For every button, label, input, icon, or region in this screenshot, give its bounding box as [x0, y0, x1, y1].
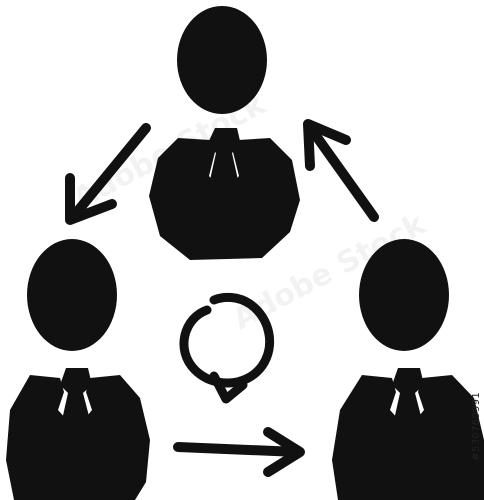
person-right-body [332, 375, 484, 500]
person-right-tie [392, 368, 424, 436]
cycle-arrow-icon [179, 292, 275, 404]
person-top-body [149, 138, 300, 260]
person-top-tie [207, 128, 241, 196]
person-right [332, 239, 484, 500]
person-left [6, 239, 150, 500]
person-left-body [6, 375, 150, 500]
arrow-top-to-left [65, 123, 151, 225]
stock-id-label: #530769991 [471, 392, 482, 461]
person-left-head [27, 239, 117, 351]
person-right-head [359, 239, 449, 351]
arrow-left-to-right [173, 427, 305, 477]
arrow-right-to-top [303, 119, 379, 222]
person-left-tie [60, 368, 92, 436]
person-top [149, 6, 300, 260]
person-top-head [177, 6, 267, 114]
